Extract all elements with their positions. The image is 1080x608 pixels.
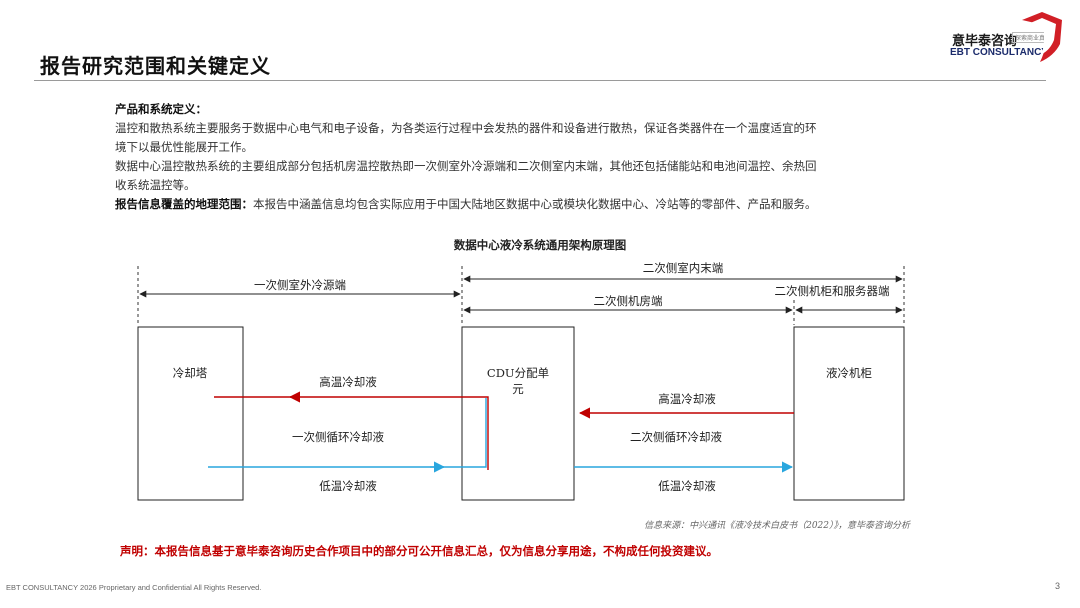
geo-scope-text: 本报告中涵盖信息均包含实际应用于中国大陆地区数据中心或模块化数据中心、冷站等的零… bbox=[253, 197, 817, 211]
cdu-box bbox=[461, 326, 575, 501]
label-secondary-room: 二次侧机房端 bbox=[594, 294, 663, 308]
title-divider bbox=[34, 80, 1046, 81]
label-secondary-indoor: 二次侧室内末端 bbox=[643, 261, 724, 275]
definition-text-line: 境下以最优性能展开工作。 bbox=[115, 140, 253, 154]
cooling-tower-box bbox=[137, 326, 244, 501]
page-title: 报告研究范围和关键定义 bbox=[40, 54, 271, 78]
secondary-loop-label: 二次侧循环冷却液 bbox=[630, 430, 722, 444]
cooling-tower-label: 冷却塔 bbox=[173, 366, 208, 380]
primary-hot-flow-arrow bbox=[288, 391, 489, 470]
secondary-hot-label: 高温冷却液 bbox=[658, 392, 716, 406]
geo-scope-label: 报告信息覆盖的地理范围： bbox=[115, 197, 253, 211]
cdu-label-line1: CDU分配单 bbox=[487, 366, 549, 380]
primary-hot-label: 高温冷却液 bbox=[319, 375, 377, 389]
company-logo: 意毕泰咨询 探索商业真相 EBT CONSULTANCY bbox=[948, 10, 1068, 70]
logo-english-name: EBT CONSULTANCY bbox=[950, 47, 1048, 58]
liquid-cabinet-label: 液冷机柜 bbox=[826, 366, 872, 380]
label-secondary-rack: 二次侧机柜和服务器端 bbox=[775, 284, 890, 298]
diagram-title: 数据中心液冷系统通用架构原理图 bbox=[453, 238, 627, 252]
liquid-cooling-diagram: 二次侧室内末端 一次侧室外冷源端 二次侧机柜和服务器端 二次侧机房端 冷却塔 C… bbox=[137, 261, 905, 501]
definition-text-line: 数据中心温控散热系统的主要组成部分包括机房温控散热即一次侧室外冷源端和二次侧室内… bbox=[115, 159, 817, 173]
primary-cold-label: 低温冷却液 bbox=[319, 479, 377, 493]
definitions-section: 产品和系统定义： 温控和散热系统主要服务于数据中心电气和电子设备，为各类运行过程… bbox=[115, 100, 945, 214]
cdu-label-line2: 元 bbox=[512, 382, 524, 396]
footer-copyright: EBT CONSULTANCY 2026 Proprietary and Con… bbox=[6, 583, 262, 592]
page-number: 3 bbox=[1054, 581, 1060, 591]
primary-loop-label: 一次侧循环冷却液 bbox=[292, 430, 384, 444]
definition-text-line: 收系统温控等。 bbox=[115, 178, 196, 192]
primary-cold-flow-arrow bbox=[208, 398, 487, 468]
source-note: 信息来源：中兴通讯《液冷技术白皮书（2022）》，意毕泰咨询分析 bbox=[644, 521, 910, 531]
logo-chinese-name: 意毕泰咨询 bbox=[952, 34, 1018, 49]
disclaimer: 声明：本报告信息基于意毕泰咨询历史合作项目中的部分可公开信息汇总，仅为信息分享用… bbox=[120, 544, 718, 558]
liquid-cabinet-box bbox=[793, 326, 905, 501]
definitions-heading: 产品和系统定义： bbox=[115, 102, 207, 116]
shield-icon bbox=[1022, 12, 1062, 62]
secondary-cold-label: 低温冷却液 bbox=[658, 479, 716, 493]
label-primary-outdoor: 一次侧室外冷源端 bbox=[254, 278, 346, 292]
definition-text-line: 温控和散热系统主要服务于数据中心电气和电子设备，为各类运行过程中会发热的器件和设… bbox=[115, 121, 817, 135]
